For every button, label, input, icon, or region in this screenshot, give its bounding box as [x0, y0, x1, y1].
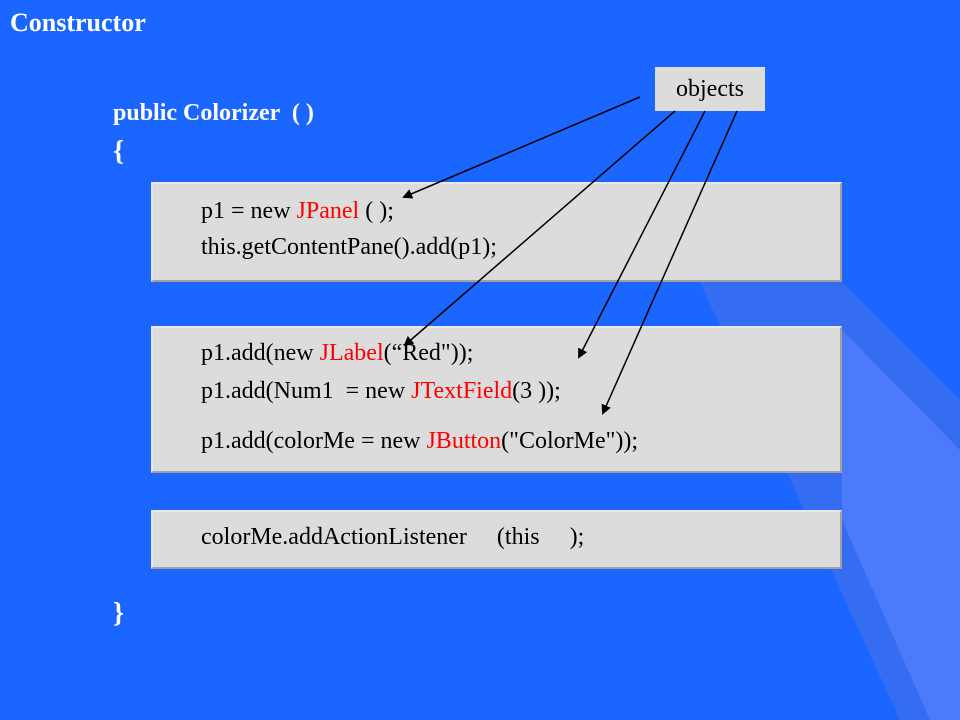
code-box-listener: colorMe.addActionListener (this );	[151, 510, 842, 569]
close-brace: }	[113, 598, 125, 629]
class-keyword: JPanel	[296, 198, 360, 224]
objects-label: objects	[655, 67, 765, 111]
arrow-to-jpanel	[402, 96, 641, 199]
code-line-add-button: p1.add(colorMe = new JButton("ColorMe"))…	[201, 428, 638, 455]
code-line-add-listener: colorMe.addActionListener (this );	[201, 524, 585, 550]
class-keyword: JLabel	[319, 340, 384, 366]
code-box-panel: p1 = new JPanel ( ); this.getContentPane…	[151, 182, 842, 282]
code-text: p1 = new	[201, 198, 297, 224]
class-keyword: JButton	[426, 428, 502, 454]
code-line-add-textfield: p1.add(Num1 = new JTextField(3 ));	[201, 378, 561, 405]
code-text: ("ColorMe"));	[501, 428, 639, 454]
code-text: (3 ));	[512, 378, 561, 404]
arrow-to-jbutton	[601, 110, 738, 415]
code-text: p1.add(Num1 = new	[201, 378, 412, 404]
arrow-to-jlabel	[403, 110, 676, 347]
code-text: p1.add(new	[201, 340, 320, 366]
open-brace: {	[113, 136, 125, 167]
code-line-add-label: p1.add(new JLabel(“Red"));	[201, 340, 473, 367]
decorative-band-light	[842, 330, 960, 720]
arrow-to-jtextfield	[578, 110, 706, 359]
constructor-signature: public Colorizer ( )	[113, 100, 314, 127]
code-box-components: p1.add(new JLabel(“Red")); p1.add(Num1 =…	[151, 326, 842, 473]
code-text: ( );	[359, 198, 394, 224]
code-line-add-panel: this.getContentPane().add(p1);	[201, 234, 497, 260]
signature-text: public Colorizer ( )	[113, 100, 314, 126]
code-text: (“Red"));	[383, 340, 474, 366]
code-line-new-panel: p1 = new JPanel ( );	[201, 198, 394, 225]
code-text: p1.add(colorMe = new	[201, 428, 427, 454]
slide-title: Constructor	[10, 8, 146, 37]
class-keyword: JTextField	[411, 378, 513, 404]
